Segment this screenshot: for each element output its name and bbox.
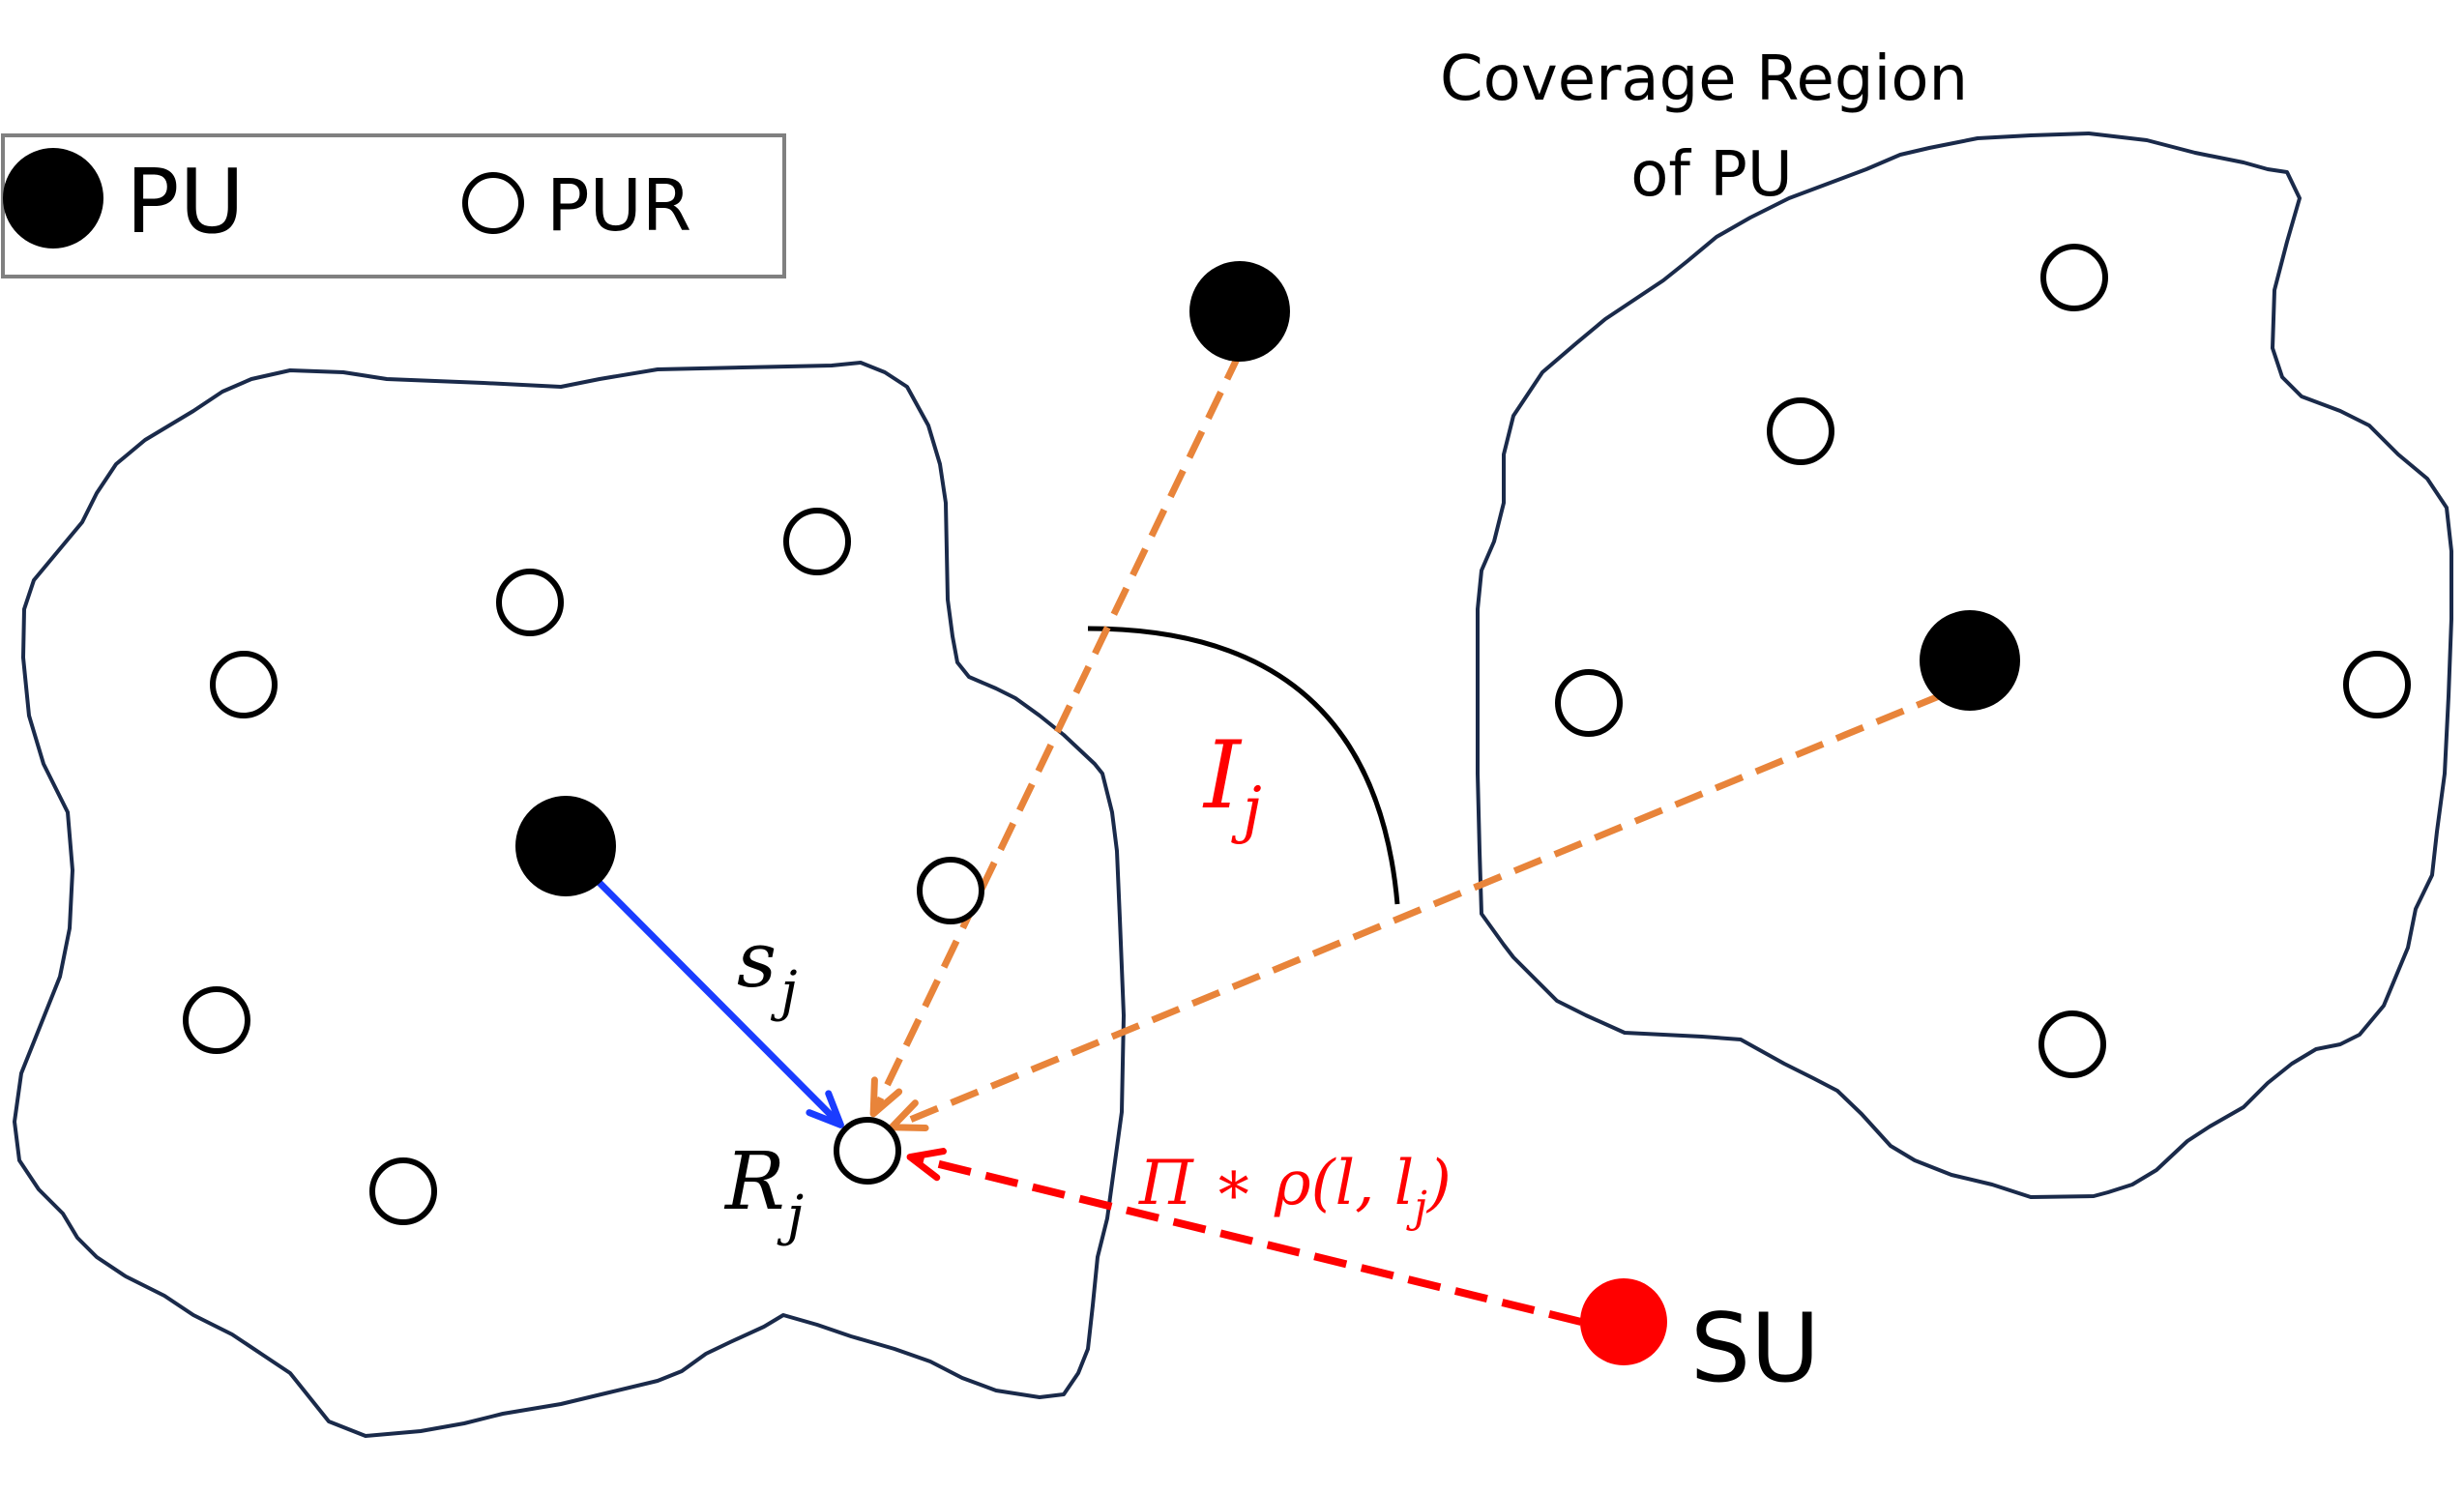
receiver-label-main: R <box>723 1136 785 1228</box>
coverage-label-line2: of PU <box>1630 139 1792 211</box>
pur-node <box>210 651 278 718</box>
pur-legend-icon <box>462 172 524 234</box>
pur-node <box>1555 669 1623 737</box>
pur-node <box>496 569 564 636</box>
pur-node <box>2040 244 2108 311</box>
su-node <box>1580 1278 1667 1365</box>
pur-legend-label: PUR <box>546 164 691 248</box>
pu-node <box>515 796 616 896</box>
pur-node <box>2343 651 2411 718</box>
su-power-label-close: ) <box>1425 1148 1452 1219</box>
left-coverage-boundary <box>13 361 1126 1438</box>
pur-node <box>1767 397 1834 465</box>
interference-arrow-top <box>869 351 1244 1118</box>
pur-node <box>917 857 984 924</box>
pu-legend-icon <box>3 148 103 249</box>
signal-label: sj <box>737 915 797 1023</box>
coverage-label-line1: Coverage Region <box>1440 44 1968 115</box>
pur-node <box>183 986 250 1054</box>
su-label: SU <box>1690 1294 1820 1404</box>
interference-arrow-right <box>888 690 1946 1132</box>
pur-node <box>369 1157 437 1225</box>
interference-label: Ij <box>1202 721 1262 846</box>
pur-node <box>2039 1010 2106 1078</box>
signal-arrow <box>589 872 844 1128</box>
pu-node <box>1920 610 2020 711</box>
receiver-label: Rj <box>723 1136 804 1247</box>
pu-legend-label: PU <box>126 150 245 253</box>
interference-label-main: I <box>1202 721 1243 830</box>
pur-node <box>783 508 851 575</box>
right-coverage-boundary <box>1476 132 2453 1199</box>
signal-label-main: s <box>737 915 777 1005</box>
legend-box <box>1 133 786 278</box>
interference-angle-arc <box>1087 626 1400 905</box>
legend: PU PUR <box>1 133 786 278</box>
su-power-label-main: Π ∗ ρ(l, l <box>1138 1148 1414 1219</box>
su-power-label: Π ∗ ρ(l, lj) <box>1138 1148 1452 1232</box>
pu-node <box>1189 261 1290 362</box>
su-power-arrow <box>906 1148 1582 1326</box>
receiver-pur-node <box>834 1117 901 1185</box>
